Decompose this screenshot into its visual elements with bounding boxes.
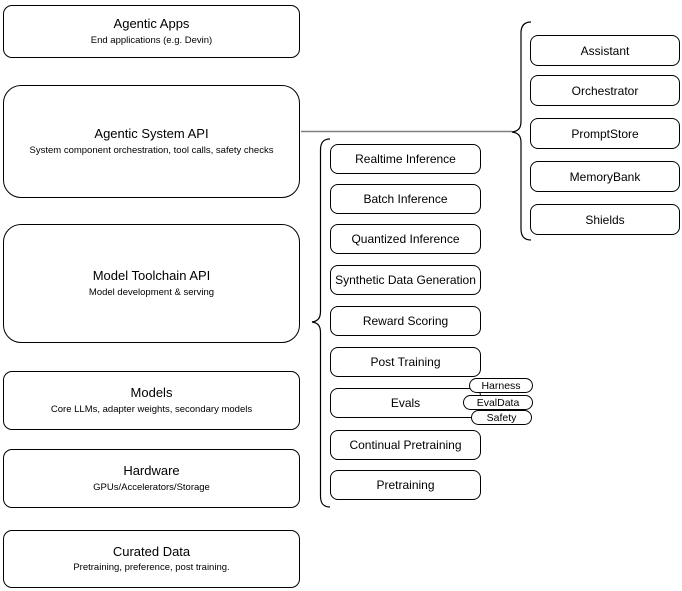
toolchain-label: Synthetic Data Generation	[335, 273, 476, 287]
eval-tag-label: Safety	[486, 411, 517, 424]
eval-tag-label: Harness	[481, 379, 521, 392]
toolchain-box-reward-scoring: Reward Scoring	[330, 306, 481, 336]
system-box-promptstore: PromptStore	[530, 118, 680, 149]
layer-subtitle: Core LLMs, adapter weights, secondary mo…	[50, 403, 253, 415]
toolchain-label: Evals	[390, 396, 421, 410]
system-label: Shields	[585, 212, 625, 227]
layer-box-model-toolchain-api: Model Toolchain API Model development & …	[3, 224, 300, 343]
toolchain-box-realtime-inference: Realtime Inference	[330, 144, 481, 174]
layer-title: Agentic System API	[94, 126, 209, 142]
system-box-orchestrator: Orchestrator	[530, 75, 680, 106]
toolchain-label: Reward Scoring	[362, 314, 449, 328]
layer-subtitle: GPUs/Accelerators/Storage	[93, 481, 210, 493]
layer-box-models: Models Core LLMs, adapter weights, secon…	[3, 371, 300, 430]
system-box-shields: Shields	[530, 204, 680, 235]
toolchain-box-evals: Evals	[330, 388, 481, 418]
toolchain-label: Realtime Inference	[355, 152, 456, 166]
toolchain-label: Quantized Inference	[351, 232, 460, 246]
layer-box-curated-data: Curated Data Pretraining, preference, po…	[3, 530, 300, 588]
layer-title: Models	[130, 385, 173, 401]
system-label: PromptStore	[571, 126, 639, 141]
eval-tag-evaldata: EvalData	[463, 395, 533, 410]
layer-box-hardware: Hardware GPUs/Accelerators/Storage	[3, 449, 300, 508]
system-box-assistant: Assistant	[530, 35, 680, 66]
toolchain-label: Batch Inference	[363, 192, 448, 206]
toolchain-box-batch-inference: Batch Inference	[330, 184, 481, 214]
toolchain-box-pretraining: Pretraining	[330, 470, 481, 500]
layer-box-agentic-apps: Agentic Apps End applications (e.g. Devi…	[3, 5, 300, 58]
toolchain-box-synthetic-data-generation: Synthetic Data Generation	[330, 265, 481, 295]
eval-tag-harness: Harness	[469, 378, 533, 393]
toolchain-label: Pretraining	[376, 478, 435, 492]
system-box-memorybank: MemoryBank	[530, 161, 680, 192]
layer-title: Hardware	[123, 463, 180, 479]
toolchain-box-quantized-inference: Quantized Inference	[330, 224, 481, 254]
layer-title: Agentic Apps	[113, 16, 190, 32]
layer-subtitle: End applications (e.g. Devin)	[90, 34, 213, 46]
toolchain-label: Post Training	[370, 355, 441, 369]
system-components-brace	[511, 21, 532, 241]
eval-tag-safety: Safety	[471, 410, 532, 425]
system-label: MemoryBank	[569, 169, 641, 184]
layer-title: Model Toolchain API	[92, 268, 211, 284]
layer-subtitle: System component orchestration, tool cal…	[29, 144, 274, 156]
system-label: Orchestrator	[571, 83, 639, 98]
layer-title: Curated Data	[112, 543, 191, 559]
toolchain-label: Continual Pretraining	[349, 438, 462, 452]
toolchain-box-post-training: Post Training	[330, 347, 481, 377]
toolchain-box-continual-pretraining: Continual Pretraining	[330, 430, 481, 460]
layer-subtitle: Model development & serving	[88, 286, 215, 298]
layer-subtitle: Pretraining, preference, post training.	[73, 562, 230, 574]
layer-box-agentic-system-api: Agentic System API System component orch…	[3, 85, 300, 198]
toolchain-components-brace	[311, 138, 331, 508]
eval-tag-label: EvalData	[476, 396, 520, 409]
system-label: Assistant	[580, 43, 630, 58]
